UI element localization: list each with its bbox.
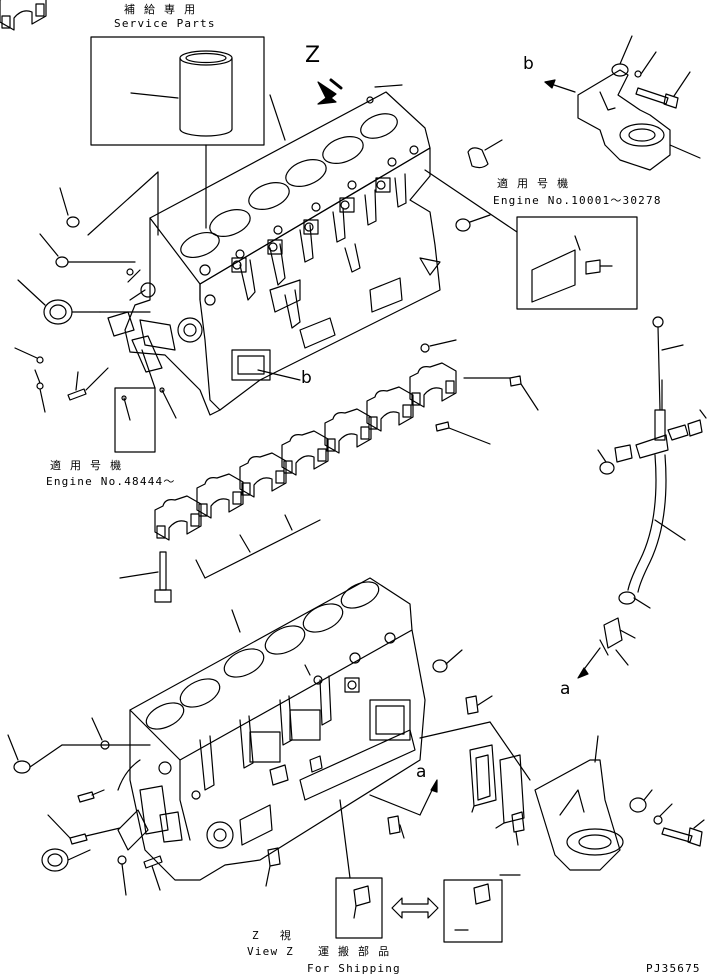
- serial-left-label-en: Engine No.48444～: [46, 475, 176, 488]
- lower-cylinder-block: [118, 577, 425, 880]
- view-z-label-en: View Z: [247, 945, 294, 958]
- service-parts-label-en: Service Parts: [114, 17, 216, 30]
- service-parts-label-jp: 補 給 専 用: [124, 3, 197, 16]
- z-arrow-label: Z: [305, 43, 321, 68]
- serial-top-label-jp: 適 用 号 機: [497, 177, 570, 190]
- main-bearing-caps: [0, 0, 538, 602]
- oil-filter-bracket-b: [545, 36, 700, 170]
- shipping-label-en: For Shipping: [307, 962, 401, 975]
- drawing-number: PJ35675: [646, 962, 701, 975]
- view-z-shipping-boxes: [336, 800, 502, 942]
- lower-left-small-parts: [8, 718, 162, 895]
- service-parts-box: [91, 37, 264, 228]
- callout-b-block: b: [301, 368, 312, 388]
- serial-top-label-en: Engine No.10001～30278: [493, 194, 662, 207]
- view-z-label-jp: Z 視: [252, 929, 293, 942]
- view-z-arrow: [318, 80, 341, 104]
- callout-b-top: b: [523, 54, 534, 74]
- shipping-label-jp: 運 搬 部 品: [318, 945, 391, 958]
- serial-left-label-jp: 適 用 号 機: [50, 459, 123, 472]
- oil-gauge-assembly: [578, 317, 706, 678]
- callout-a-gauge: a: [560, 679, 571, 699]
- lower-right-parts: [266, 650, 704, 886]
- callout-a-lower: a: [416, 762, 427, 782]
- upper-left-small-parts: [15, 172, 176, 452]
- upper-cylinder-block: [125, 85, 440, 415]
- serial-box-top: [425, 140, 637, 309]
